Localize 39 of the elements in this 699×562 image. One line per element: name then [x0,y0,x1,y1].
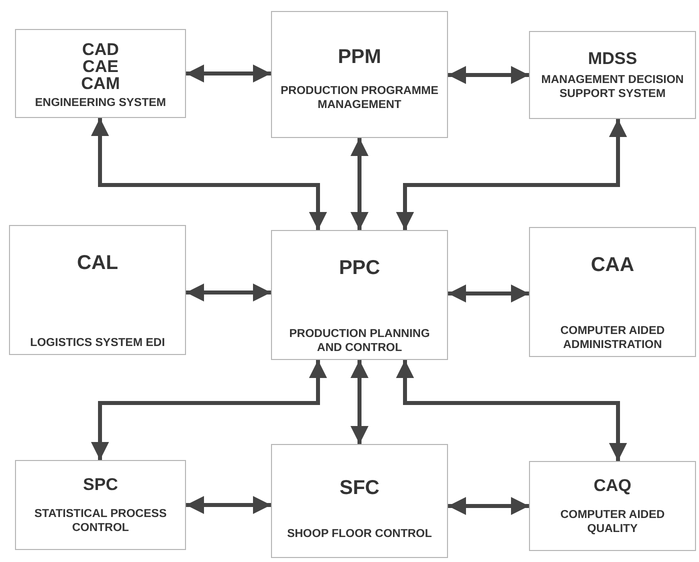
double-arrow [186,496,271,514]
double-arrow [396,360,627,461]
system-acronym: SFC [340,477,380,499]
system-box [529,461,696,551]
system-box [271,444,448,558]
system-description: PRODUCTION PROGRAMME MANAGEMENT [280,84,440,112]
system-box [15,460,186,550]
system-box [271,11,448,138]
double-arrow [186,284,271,302]
system-box [529,31,696,119]
system-description: COMPUTER AIDED QUALITY [559,508,666,536]
double-arrow [448,497,529,515]
double-arrow [91,118,327,230]
system-description: MANAGEMENT DECISION SUPPORT SYSTEM [540,73,685,101]
double-arrow [186,64,271,82]
system-description: COMPUTER AIDED ADMINISTRATION [559,324,666,352]
system-description: PRODUCTION PLANNING AND CONTROL [288,327,431,355]
system-acronym: CAL [76,252,118,274]
system-acronym: SPC [83,475,118,495]
system-acronym: PPM [338,46,382,68]
system-box [529,227,696,357]
double-arrow [448,66,529,84]
system-acronym: CAA [590,254,634,276]
system-description: STATISTICAL PROCESS CONTROL [33,507,168,535]
system-acronym: CAQ [594,476,632,496]
double-arrow [350,138,368,230]
double-arrow [350,360,368,444]
system-description: SHOOP FLOOR CONTROL [286,527,433,541]
system-acronym: PPC [338,257,380,279]
system-acronym: MDSS [588,49,638,69]
system-description: LOGISTICS SYSTEM EDI [29,336,166,350]
double-arrow [448,284,529,302]
system-box [271,230,448,360]
system-box [9,225,186,355]
system-description: ENGINEERING SYSTEM [34,96,167,110]
system-box [15,29,186,118]
system-acronym: CAD CAE CAM [81,41,120,92]
double-arrow [91,360,327,460]
double-arrow [396,119,627,230]
